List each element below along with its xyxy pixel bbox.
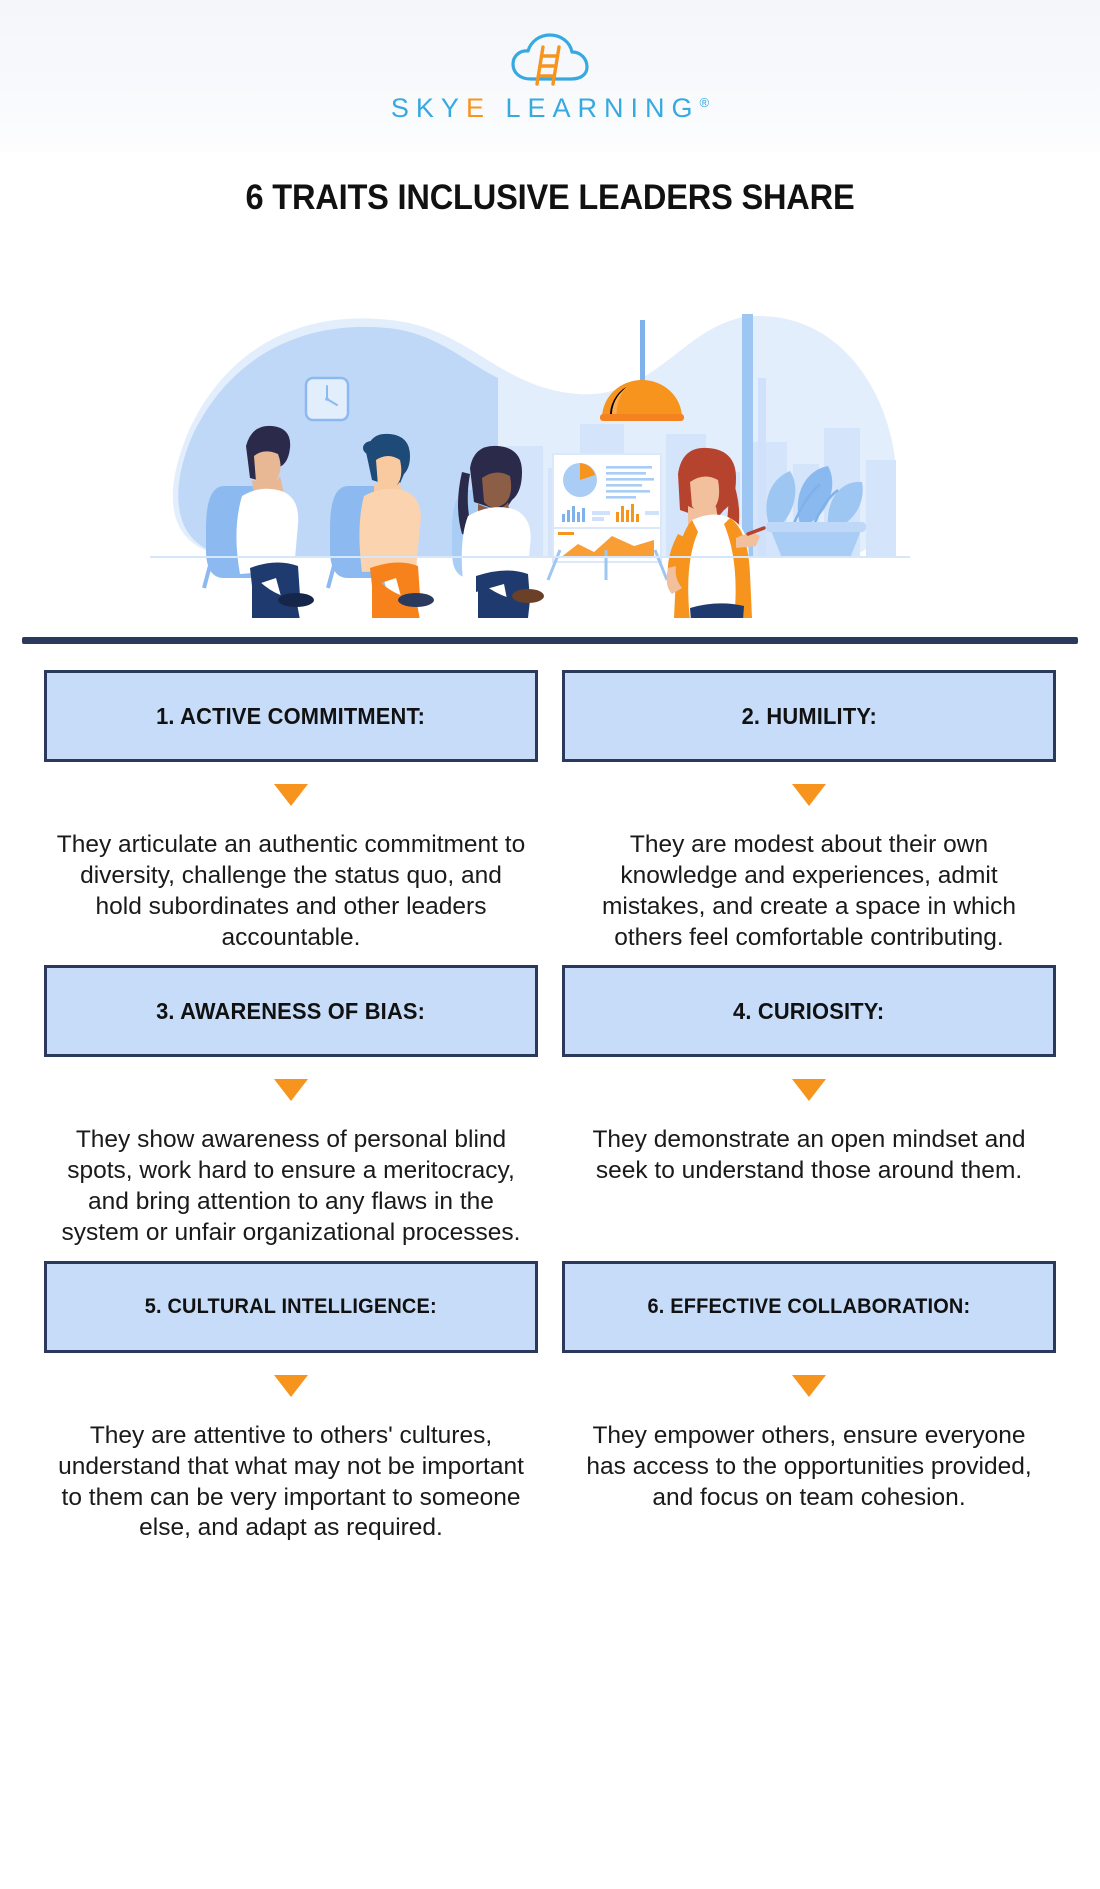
trait-header-box-4[interactable]: 4. CURIOSITY: [562,965,1056,1058]
trait-header-box-3[interactable]: 3. AWARENESS OF BIAS: [44,965,538,1058]
trait-cell-5: 5. CULTURAL INTELLIGENCE: They are atten… [44,1249,538,1544]
trait-cell-4: 4. CURIOSITY: They demonstrate an open m… [562,953,1056,1248]
trait-label-3: 3. AWARENESS OF BIAS: [156,997,426,1024]
trait-cell-2: 2. HUMILITY: They are modest about their… [562,658,1056,953]
trait-cell-6: 6. EFFECTIVE COLLABORATION: They empower… [562,1249,1056,1544]
meeting-scene-svg [150,314,910,618]
arrow-down-icon-3 [274,1079,308,1102]
trait-header-box-1[interactable]: 1. ACTIVE COMMITMENT: [44,670,538,762]
window-mullion-left [742,314,753,558]
trait-label-2: 2. HUMILITY: [741,702,877,729]
arrow-down-icon-2 [792,784,826,806]
trait-header-box-2[interactable]: 2. HUMILITY: [562,670,1056,762]
flipchart-with-charts [546,453,669,581]
cloud-ladder-icon [511,32,589,86]
trait-label-1: 1. ACTIVE COMMITMENT: [156,702,426,729]
wall-clock-icon [304,376,350,422]
arrow-down-icon-1 [274,784,308,806]
hero-illustration [0,228,1100,618]
arrow-down-icon-6 [792,1374,826,1397]
bar-chart-blue [562,506,585,522]
brand-wordmark: SKYE LEARNING® [391,93,709,124]
trait-description-1: They articulate an authentic commitment … [56,831,526,951]
arrow-down-icon-4 [792,1079,826,1102]
trait-label-5: 5. CULTURAL INTELLIGENCE: [144,1294,438,1318]
window-mullion-right [758,378,766,558]
trait-header-box-5[interactable]: 5. CULTURAL INTELLIGENCE: [44,1260,538,1353]
bar-chart-orange [616,504,639,522]
trait-label-4: 4. CURIOSITY: [733,997,885,1024]
attendee-man-white-shirt [202,425,314,618]
brand-header: SKYE LEARNING® [0,0,1100,152]
brand-word-part1: SKY [390,92,466,123]
potted-plant-icon [766,466,866,558]
traits-grid: 1. ACTIVE COMMITMENT: They articulate an… [0,658,1100,1544]
trait-header-box-6[interactable]: 6. EFFECTIVE COLLABORATION: [562,1260,1056,1353]
floor-divider [22,637,1078,644]
trait-description-2: They are modest about their own knowledg… [602,831,1016,951]
trait-description-3: They show awareness of personal blind sp… [61,1126,521,1247]
pendant-lamp-icon [600,320,684,421]
trait-description-5: They are attentive to others' cultures, … [58,1421,524,1542]
trait-description-6: They empower others, ensure everyone has… [586,1421,1032,1511]
brand-word-part2: LEARNING [490,92,700,123]
registered-mark-icon: ® [699,94,710,110]
arrow-down-icon-5 [274,1374,308,1397]
attendee-peach-top [326,433,434,618]
trait-description-4: They demonstrate an open mindset and see… [592,1126,1026,1185]
trait-cell-3: 3. AWARENESS OF BIAS: They show awarenes… [44,953,538,1248]
trait-cell-1: 1. ACTIVE COMMITMENT: They articulate an… [44,658,538,953]
brand-word-highlight: E [465,92,491,123]
page-title: 6 TRAITS INCLUSIVE LEADERS SHARE [245,178,855,217]
trait-label-6: 6. EFFECTIVE COLLABORATION: [647,1294,971,1318]
